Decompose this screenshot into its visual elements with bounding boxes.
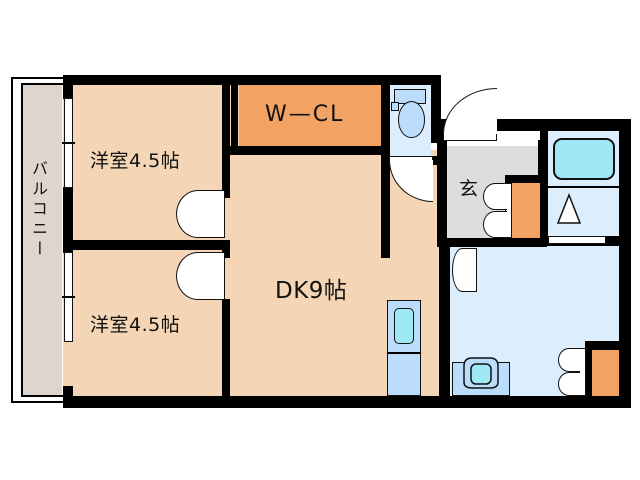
wall-toilet-right xyxy=(431,75,441,135)
door-entry-panel[interactable] xyxy=(443,133,497,141)
door-storage-closet-arc-bottom[interactable] xyxy=(558,372,580,396)
wall-wcl-left xyxy=(231,84,238,146)
balcony-inner-top xyxy=(21,83,64,85)
wall-genkan-bottom xyxy=(437,238,547,247)
wall-bath-left xyxy=(540,119,548,141)
wall-toilet-left xyxy=(381,84,390,156)
wall-exterior-top xyxy=(63,75,441,85)
door-storage-closet-panel[interactable] xyxy=(579,348,586,396)
door-bedroom-top-arc[interactable] xyxy=(176,190,220,238)
washitsu-bottom-label: 洋室4.5帖 xyxy=(90,314,181,336)
door-entry-arc[interactable] xyxy=(443,88,497,134)
balcony-inner-left xyxy=(21,83,23,397)
wall-exterior-bottom xyxy=(63,396,619,408)
dining-kitchen-label: DK9帖 xyxy=(275,278,348,304)
balcony-area xyxy=(22,84,62,396)
shoe-closet-area xyxy=(511,182,543,240)
toilet-lever-icon xyxy=(391,102,399,111)
balcony-inner-bottom xyxy=(21,395,64,397)
wall-dk-right xyxy=(381,164,390,258)
door-shoe-closet-arc-bottom[interactable] xyxy=(483,211,507,238)
wall-shoecloset-top xyxy=(505,175,548,183)
walk-in-closet-label: W—CL xyxy=(265,102,345,127)
line-bath-divider xyxy=(548,186,619,188)
door-bath-threshold[interactable] xyxy=(548,236,606,244)
window-bedroom-bottom-mullion xyxy=(62,296,75,298)
wall-bedrooms-dk-lower xyxy=(222,299,230,396)
door-bedroom-bottom-arc[interactable] xyxy=(176,252,220,300)
washing-machine-icon xyxy=(556,193,582,224)
wall-wcl-bottom xyxy=(229,146,389,155)
wall-storage-closet-left xyxy=(585,341,592,396)
wall-bedrooms-dk-upper xyxy=(222,84,230,198)
wall-genkan-right xyxy=(538,140,548,182)
door-storage-closet-arc-top[interactable] xyxy=(558,348,580,372)
kitchen-counter-divider xyxy=(387,352,421,354)
balcony-label: バルコニー xyxy=(29,160,48,260)
kitchen-sink-icon xyxy=(394,308,414,344)
walk-in-closet-area xyxy=(238,84,386,146)
door-washroom-arc[interactable] xyxy=(452,248,472,292)
balcony-outline-left xyxy=(11,77,13,403)
wall-between-bedrooms xyxy=(63,240,230,250)
genkan-label: 玄 xyxy=(459,178,479,200)
wall-exterior-left-top xyxy=(63,75,73,99)
wall-entry-left xyxy=(431,119,443,143)
wall-genkan-left xyxy=(437,140,447,246)
wall-dk-right-lower xyxy=(439,240,450,396)
window-bedroom-top-mullion xyxy=(62,142,75,144)
wall-exterior-left-mid xyxy=(63,187,73,253)
wall-exterior-left-bottom xyxy=(63,386,73,400)
wall-storage-closet-top xyxy=(585,341,619,350)
bathtub-icon xyxy=(553,138,615,180)
storage-closet-area xyxy=(592,349,619,396)
toilet-bowl-icon xyxy=(398,101,425,138)
washbasin-icon xyxy=(463,357,499,389)
washitsu-top-label: 洋室4.5帖 xyxy=(90,150,181,172)
balcony-outline-bottom xyxy=(11,401,64,403)
door-shoe-closet-arc-top[interactable] xyxy=(483,183,507,210)
wall-exterior-right xyxy=(619,119,631,408)
balcony-outline-top xyxy=(11,77,64,79)
door-shoe-closet-panel[interactable] xyxy=(505,183,512,238)
wall-genkan-right-lower xyxy=(540,182,548,240)
